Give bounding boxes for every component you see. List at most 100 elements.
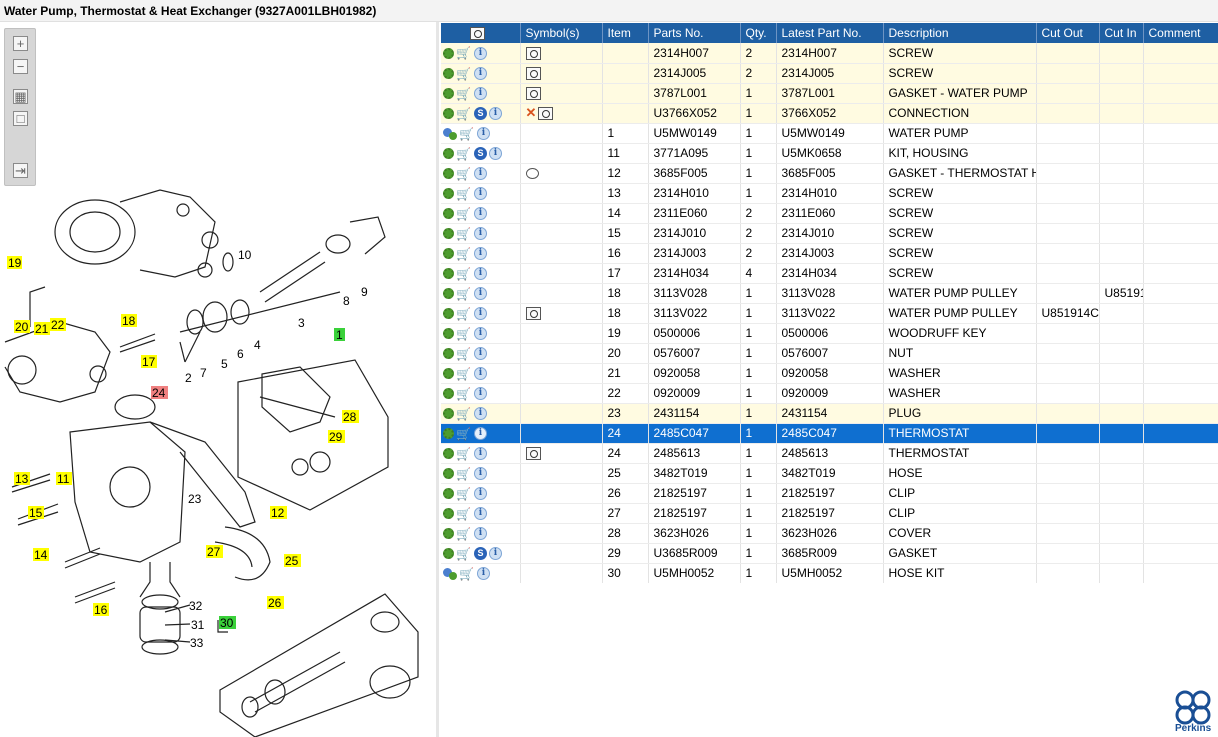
gears-icon[interactable] xyxy=(443,127,457,140)
magnify-icon[interactable] xyxy=(525,447,541,461)
gear-icon[interactable] xyxy=(443,108,454,120)
cart-icon[interactable]: 🛒 xyxy=(456,486,471,501)
column-header-qty[interactable]: Qty. xyxy=(740,23,777,43)
column-header-cut-out[interactable]: Cut Out xyxy=(1036,23,1100,43)
info-icon[interactable]: i xyxy=(474,347,487,361)
info-icon[interactable]: i xyxy=(474,427,487,441)
cart-icon[interactable]: 🛒 xyxy=(456,86,471,101)
info-icon[interactable]: i xyxy=(474,327,487,341)
cart-icon[interactable]: 🛒 xyxy=(456,346,471,361)
zoom-out-button[interactable]: − xyxy=(11,57,30,76)
gear-icon[interactable] xyxy=(443,408,454,420)
zoom-in-button[interactable]: + xyxy=(11,34,30,53)
info-icon[interactable]: i xyxy=(474,527,487,541)
info-icon[interactable]: i xyxy=(474,267,487,281)
magnify-icon[interactable] xyxy=(538,106,554,120)
gear-icon[interactable] xyxy=(443,308,454,320)
gear-icon[interactable] xyxy=(443,168,454,180)
info-icon[interactable]: i xyxy=(474,167,487,181)
gear-icon[interactable] xyxy=(443,388,454,400)
cart-icon[interactable]: 🛒 xyxy=(456,506,471,521)
cart-icon[interactable]: 🛒 xyxy=(456,386,471,401)
info-icon[interactable]: i xyxy=(474,87,487,101)
gear-icon[interactable] xyxy=(443,468,454,480)
gear-icon[interactable] xyxy=(443,448,454,460)
info-icon[interactable]: i xyxy=(489,147,502,161)
info-icon[interactable]: i xyxy=(474,46,487,60)
gear-icon[interactable] xyxy=(443,528,454,540)
cart-icon[interactable]: 🛒 xyxy=(456,186,471,201)
gear-icon[interactable] xyxy=(443,268,454,280)
cart-icon[interactable]: 🛒 xyxy=(459,566,474,581)
column-header-description[interactable]: Description xyxy=(883,23,1037,43)
info-icon[interactable]: i xyxy=(474,67,487,81)
note-icon[interactable] xyxy=(525,168,539,180)
magnify-icon[interactable] xyxy=(525,87,541,101)
gear-icon[interactable] xyxy=(443,368,454,380)
cart-icon[interactable]: 🛒 xyxy=(456,246,471,261)
cart-icon[interactable]: 🛒 xyxy=(456,106,471,121)
gear-icon[interactable] xyxy=(443,208,454,220)
gear-icon[interactable] xyxy=(443,148,454,160)
cart-icon[interactable]: 🛒 xyxy=(456,546,471,561)
gear-icon[interactable] xyxy=(443,68,454,80)
gear-icon[interactable] xyxy=(443,508,454,520)
gear-icon[interactable] xyxy=(443,328,454,340)
cart-icon[interactable]: 🛒 xyxy=(456,366,471,381)
column-header-latest-part-no[interactable]: Latest Part No. xyxy=(776,23,884,43)
cart-icon[interactable]: 🛒 xyxy=(456,326,471,341)
cart-icon[interactable]: 🛒 xyxy=(456,466,471,481)
cart-icon[interactable]: 🛒 xyxy=(456,306,471,321)
cart-icon[interactable]: 🛒 xyxy=(456,446,471,461)
gear-icon[interactable] xyxy=(443,428,454,440)
info-icon[interactable]: i xyxy=(474,287,487,301)
info-icon[interactable]: i xyxy=(474,487,487,501)
info-icon[interactable]: i xyxy=(474,407,487,421)
supersession-icon[interactable]: S xyxy=(474,107,487,121)
exploded-parts-diagram[interactable]: 19 20 21 22 18 17 24 28 29 13 11 15 14 1… xyxy=(0,22,436,737)
column-header-comment[interactable]: Comment xyxy=(1143,23,1218,43)
magnify-icon[interactable] xyxy=(525,67,541,81)
diagram-pane[interactable]: 19 20 21 22 18 17 24 28 29 13 11 15 14 1… xyxy=(0,22,436,737)
export-button[interactable]: ⇥ xyxy=(11,161,30,180)
info-icon[interactable]: i xyxy=(474,387,487,401)
column-header-cut-in[interactable]: Cut In xyxy=(1099,23,1144,43)
info-icon[interactable]: i xyxy=(474,187,487,201)
gear-icon[interactable] xyxy=(443,288,454,300)
info-icon[interactable]: i xyxy=(474,227,487,241)
gear-icon[interactable] xyxy=(443,548,454,560)
info-icon[interactable]: i xyxy=(477,127,490,141)
search-icon[interactable] xyxy=(470,27,485,41)
cart-icon[interactable]: 🛒 xyxy=(456,226,471,241)
info-icon[interactable]: i xyxy=(477,567,490,581)
fit-to-window-button[interactable]: ▦ xyxy=(11,87,30,106)
info-icon[interactable]: i xyxy=(474,507,487,521)
cart-icon[interactable]: 🛒 xyxy=(456,526,471,541)
info-icon[interactable]: i xyxy=(474,207,487,221)
cart-icon[interactable]: 🛒 xyxy=(456,266,471,281)
cart-icon[interactable]: 🛒 xyxy=(456,286,471,301)
info-icon[interactable]: i xyxy=(474,447,487,461)
cart-icon[interactable]: 🛒 xyxy=(456,66,471,81)
